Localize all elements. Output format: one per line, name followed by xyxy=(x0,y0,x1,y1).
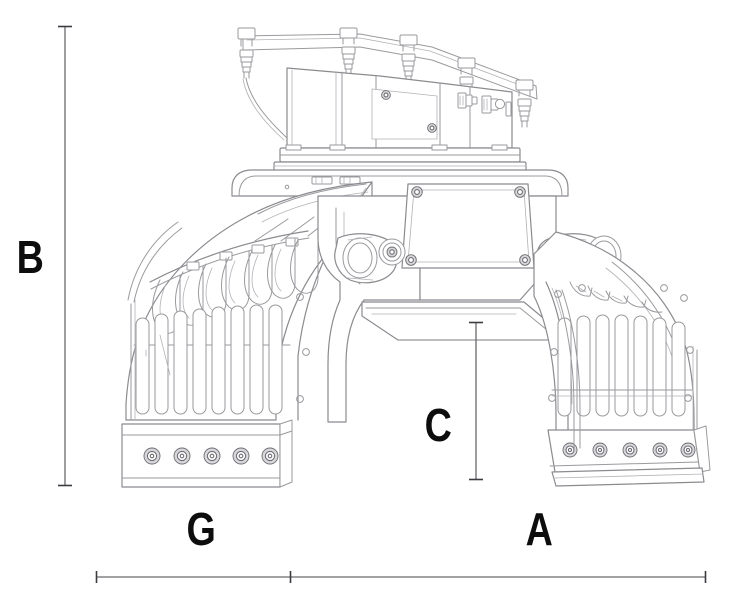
pivot-hub-left xyxy=(334,233,406,284)
left-blade-bolts xyxy=(143,447,279,465)
manifold-clamp-bolts xyxy=(237,27,534,128)
center-body xyxy=(317,183,561,423)
right-jaw xyxy=(533,231,711,487)
dimension-line-baseline xyxy=(95,571,707,583)
dimension-lines xyxy=(58,25,707,583)
hydraulic-hose xyxy=(245,77,288,139)
dimension-line-B xyxy=(58,25,72,487)
left-jaw-grate-slots xyxy=(135,304,283,415)
dimension-label-G: G xyxy=(186,503,216,555)
center-cover-plate xyxy=(401,183,535,269)
rotator-assembly xyxy=(237,27,538,172)
rotator-base-collar xyxy=(273,144,527,172)
right-jaw-grate-slots xyxy=(557,314,686,417)
hose-manifold-rail xyxy=(242,33,538,100)
dimension-label-B: B xyxy=(16,231,44,283)
right-jaw-blade xyxy=(547,425,711,487)
dimension-label-A: A xyxy=(525,503,553,555)
dimension-label-C: C xyxy=(424,399,452,451)
jaw-link-arms xyxy=(127,221,581,449)
hydraulic-fittings xyxy=(457,92,512,117)
rotator-body xyxy=(286,67,513,149)
left-jaw-blade xyxy=(121,419,293,488)
fitting-left xyxy=(457,92,478,109)
dimension-line-C xyxy=(469,321,483,481)
fitting-right xyxy=(481,95,506,114)
right-jaw-tines xyxy=(569,281,663,313)
